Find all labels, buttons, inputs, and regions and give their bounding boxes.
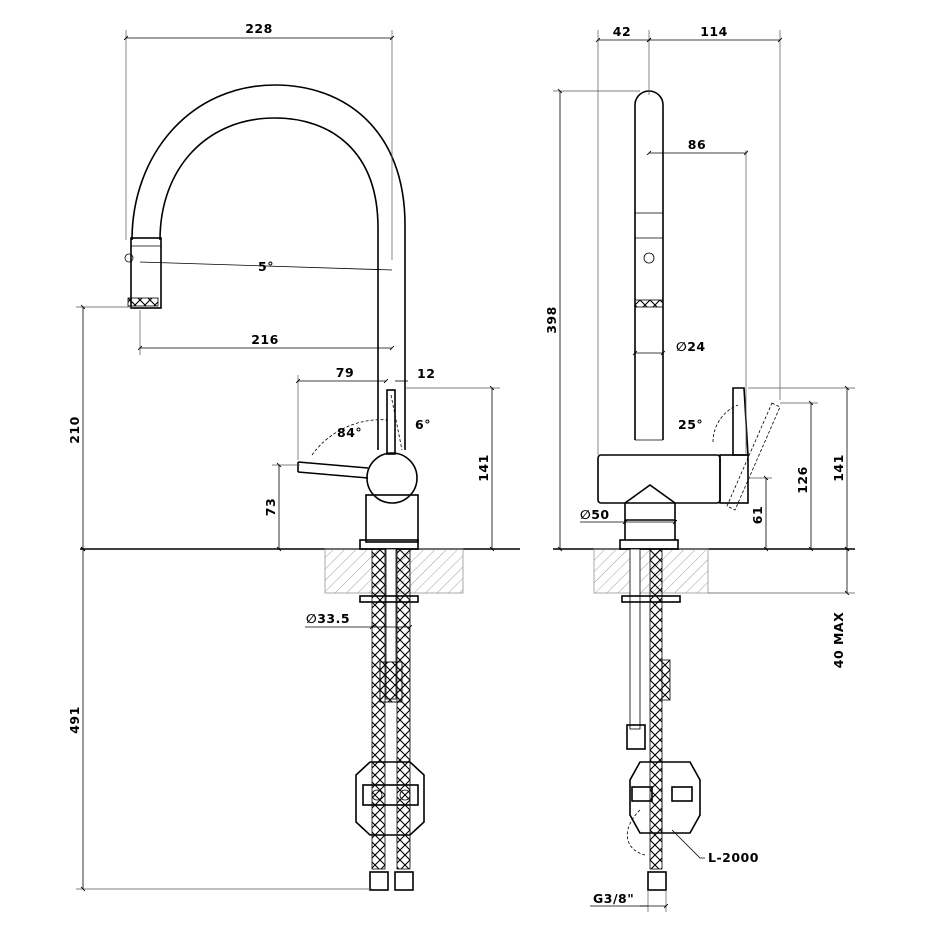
side-weight-slot-right [671, 786, 693, 802]
side-connector [661, 659, 671, 701]
dim-label-126: 126 [795, 466, 810, 494]
dim-label-210: 210 [67, 416, 82, 444]
side-hose-loop [626, 809, 646, 856]
dim-label-228: 228 [245, 21, 273, 36]
dim-arc-84deg [311, 419, 389, 456]
side-spray-nozzle [634, 299, 664, 308]
dim-label-86: 86 [688, 137, 706, 152]
dim-label-491: 491 [67, 706, 82, 734]
side-flange [619, 539, 679, 550]
front-handle-stem [386, 389, 396, 455]
dim-label-114: 114 [700, 24, 728, 39]
dim-label-24: ∅24 [676, 339, 706, 354]
side-weight-slot-left [631, 786, 653, 802]
dim-label-42: 42 [613, 24, 631, 39]
front-weight-screw-left [371, 789, 383, 801]
side-lever-tilted [726, 402, 781, 511]
dim-label-G38: G3/8" [593, 891, 634, 906]
side-weight [629, 761, 701, 834]
leader-L2000 [671, 829, 705, 859]
front-body [365, 494, 419, 543]
side-hose [649, 548, 663, 870]
dim-label-5deg: 5° [258, 259, 274, 274]
front-weight-band [362, 784, 419, 806]
front-spray-head [130, 237, 162, 309]
side-body-base [624, 484, 676, 521]
side-mount-plate [621, 595, 681, 603]
front-hose-left [371, 548, 386, 870]
front-hose-right [396, 548, 411, 870]
front-fitting-right [394, 871, 414, 891]
side-spray-button [643, 252, 655, 264]
dim-label-L2000: L-2000 [708, 850, 759, 865]
dim-label-73: 73 [263, 498, 278, 516]
front-weight-screw-right [399, 789, 411, 801]
side-neck [624, 520, 676, 540]
side-spout [634, 90, 664, 440]
dim-label-79: 79 [336, 365, 354, 380]
dim-label-216: 216 [251, 332, 279, 347]
front-spray-nozzle [127, 297, 159, 307]
dim-label-12: 12 [417, 366, 435, 381]
dim-label-141-side: 141 [831, 454, 846, 482]
dim-line-6deg [390, 394, 403, 451]
dim-label-25deg: 25° [678, 417, 703, 432]
dim-label-141-front: 141 [476, 454, 491, 482]
side-fitting [647, 871, 667, 891]
dim-label-61: 61 [750, 506, 765, 524]
dim-label-6deg: 6° [415, 417, 431, 432]
front-lever [297, 461, 369, 479]
dim-line-5deg [139, 261, 393, 271]
front-spout-outer [131, 84, 406, 390]
dim-label-398: 398 [544, 306, 559, 334]
side-handle-body [719, 454, 749, 504]
dim-label-50: ∅50 [580, 507, 610, 522]
side-view: 42 114 86 398 ∅24 25° 126 141 61 ∅50 [544, 24, 855, 912]
dim-arc-25deg [712, 404, 739, 443]
front-fitting-left [369, 871, 389, 891]
side-body [597, 454, 721, 504]
dim-label-33-5: ∅33.5 [306, 611, 350, 626]
front-spout-inner [159, 117, 379, 390]
front-connector [379, 661, 403, 703]
dim-label-84deg: 84° [337, 425, 362, 440]
side-tube-end [626, 724, 646, 750]
side-tube-left [629, 548, 641, 730]
front-weight [355, 761, 425, 836]
side-lever [732, 387, 749, 456]
dim-label-40max: 40 MAX [831, 612, 846, 669]
front-mount-plate [359, 595, 419, 603]
front-view: 228 5° 216 79 12 84° 6° 210 73 141 [67, 21, 520, 892]
front-spray-button [124, 253, 134, 263]
